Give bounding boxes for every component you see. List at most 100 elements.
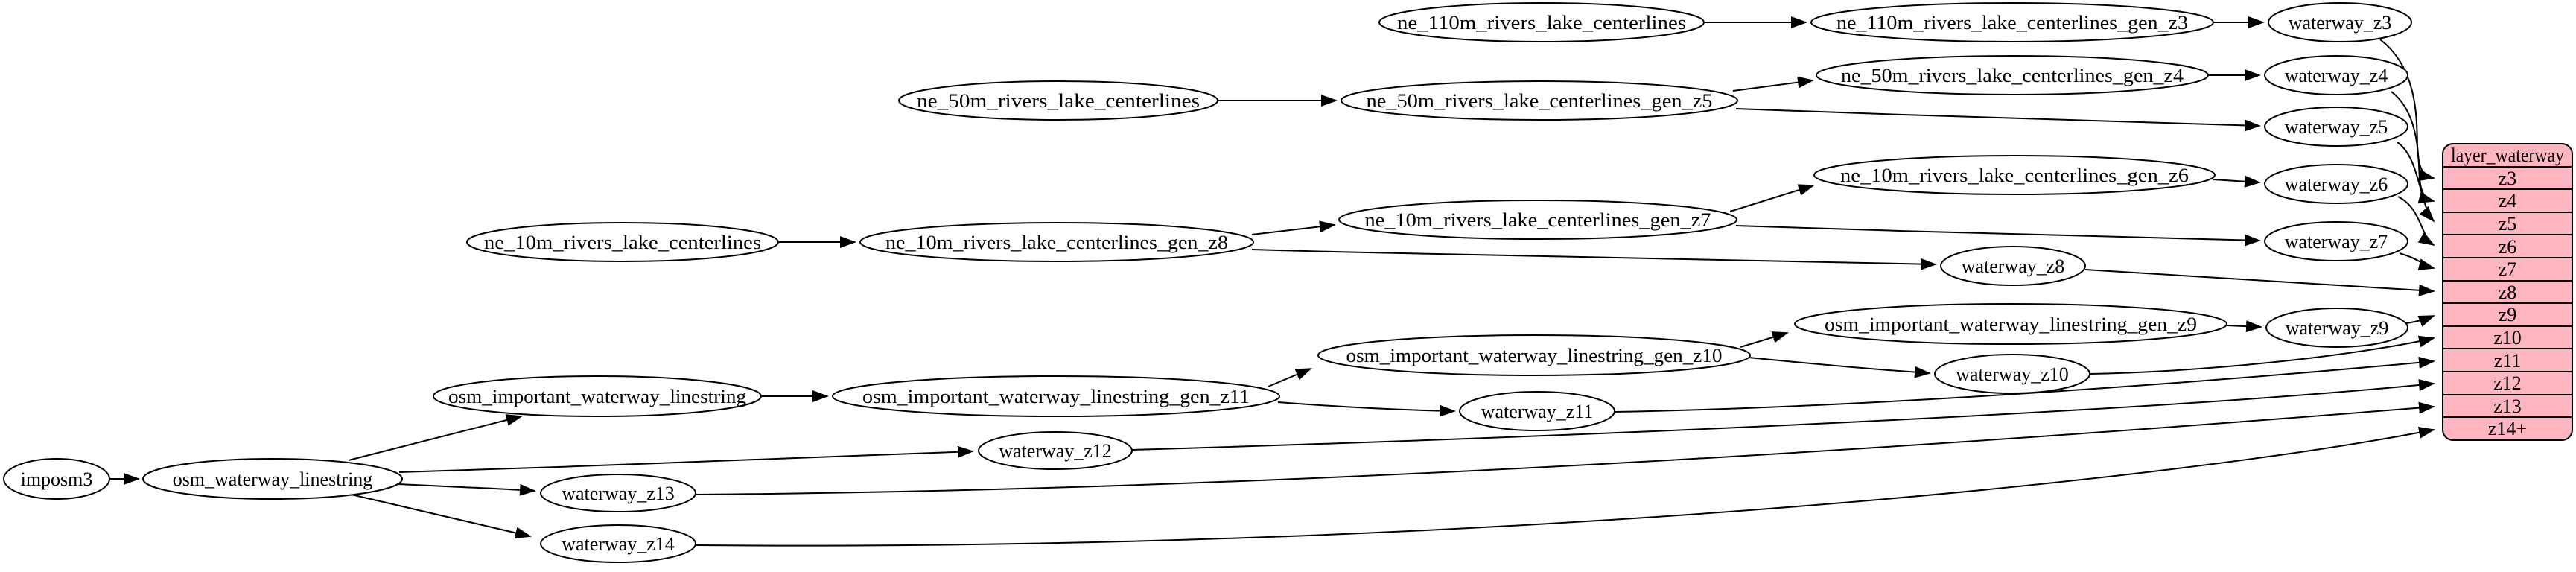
node-osm_waterway_linestring: osm_waterway_linestring (142, 458, 403, 500)
record-row-z4: z4 (2499, 190, 2517, 212)
node-waterway_z9: waterway_z9 (2265, 308, 2408, 348)
node-ne_10m_rivers_lake_centerlines: ne_10m_rivers_lake_centerlines (466, 222, 779, 262)
node-label: osm_important_waterway_linestring_gen_z9 (1825, 314, 2197, 335)
edge-gen_z10-to-waterway_z10 (1748, 357, 1931, 378)
node-label: imposm3 (21, 468, 93, 490)
node-label: waterway_z12 (999, 440, 1112, 462)
node-label: waterway_z4 (2285, 65, 2388, 86)
edge-waterway_z14-to-row-z14 (695, 426, 2435, 547)
record-row-z5: z5 (2499, 213, 2517, 235)
node-label: ne_50m_rivers_lake_centerlines_gen_z4 (1841, 65, 2184, 86)
node-ne_10m_rivers_lake_centerlines_gen_z8: ne_10m_rivers_lake_centerlines_gen_z8 (859, 222, 1254, 262)
edge-gen_z5-to-gen_z4 (1732, 76, 1814, 92)
edge-waterway_z7-to-row-z7 (2399, 252, 2435, 270)
node-waterway_z10: waterway_z10 (1934, 354, 2090, 394)
record-row-z13: z13 (2493, 395, 2522, 417)
edge-gen_z10-to-gen_z9 (1740, 331, 1789, 348)
node-label: waterway_z5 (2285, 116, 2388, 138)
node-label: waterway_z9 (2286, 317, 2389, 339)
node-label: osm_important_waterway_linestring_gen_z1… (862, 386, 1250, 407)
edge-waterway_z10-to-row-z10 (2089, 335, 2435, 375)
edge-gen_z8-to-gen_z7 (1251, 220, 1336, 235)
edge-waterway_z12-to-row-z12 (1131, 379, 2435, 451)
edge-gen_z5-to-waterway_z5 (1735, 108, 2261, 132)
edge-waterway_z9-to-row-z9 (2405, 315, 2435, 327)
node-label: waterway_z3 (2289, 12, 2392, 34)
node-label: ne_110m_rivers_lake_centerlines (1397, 12, 1686, 34)
node-label: waterway_z14 (562, 533, 675, 555)
node-label: ne_10m_rivers_lake_centerlines_gen_z6 (1840, 165, 2189, 186)
node-ne_10m_rivers_lake_centerlines_gen_z6: ne_10m_rivers_lake_centerlines_gen_z6 (1813, 155, 2216, 195)
node-label: waterway_z8 (1962, 255, 2065, 277)
edge-waterway_z5-to-row-z5 (2397, 142, 2435, 223)
node-label: ne_10m_rivers_lake_centerlines_gen_z8 (885, 232, 1228, 253)
node-ne_110m_rivers_lake_centerlines: ne_110m_rivers_lake_centerlines (1378, 2, 1705, 42)
node-ne_50m_rivers_lake_centerlines_gen_z4: ne_50m_rivers_lake_centerlines_gen_z4 (1816, 55, 2209, 95)
node-waterway_z11: waterway_z11 (1459, 391, 1615, 431)
edges (109, 16, 2435, 547)
node-osm_important_waterway_linestring_gen_z11: osm_important_waterway_linestring_gen_z1… (832, 375, 1280, 417)
node-label: waterway_z11 (1481, 401, 1594, 422)
node-waterway_z3: waterway_z3 (2268, 2, 2412, 42)
node-ne_50m_rivers_lake_centerlines_gen_z5: ne_50m_rivers_lake_centerlines_gen_z5 (1341, 80, 1738, 121)
node-label: waterway_z7 (2285, 231, 2388, 252)
record-row-z7: z7 (2499, 258, 2517, 280)
record-row-z6: z6 (2499, 236, 2517, 258)
node-label: waterway_z13 (562, 483, 675, 504)
record-title: layer_waterway (2451, 144, 2564, 166)
edge-waterway_z11-to-row-z11 (1614, 356, 2435, 413)
edge-waterway_z13-to-row-z13 (695, 401, 2435, 495)
node-ne_10m_rivers_lake_centerlines_gen_z7: ne_10m_rivers_lake_centerlines_gen_z7 (1338, 200, 1737, 240)
edge-gen_z7-to-gen_z6 (1729, 184, 1815, 212)
node-osm_important_waterway_linestring: osm_important_waterway_linestring (433, 375, 762, 417)
record-row-z12: z12 (2493, 372, 2522, 394)
node-ne_110m_rivers_lake_centerlines_gen_z3: ne_110m_rivers_lake_centerlines_gen_z3 (1810, 2, 2214, 42)
record-layer_waterway: layer_waterway z3 z4 z5 z6 z7 z8 z9 z10 … (2442, 143, 2573, 441)
record-box (2442, 143, 2573, 441)
nodes: imposm3 osm_waterway_linestring osm_impo… (3, 2, 2412, 563)
node-label: osm_important_waterway_linestring (448, 386, 746, 407)
node-waterway_z5: waterway_z5 (2264, 107, 2408, 147)
node-label: waterway_z10 (1956, 363, 2069, 385)
edge-gen_z6-to-waterway_z6 (2213, 175, 2261, 188)
node-osm_important_waterway_linestring_gen_z9: osm_important_waterway_linestring_gen_z9 (1794, 303, 2227, 345)
node-waterway_z8: waterway_z8 (1940, 246, 2086, 286)
edge-gen_z8-to-waterway_z8 (1251, 249, 1937, 270)
node-label: ne_50m_rivers_lake_centerlines_gen_z5 (1367, 90, 1713, 112)
node-waterway_z6: waterway_z6 (2264, 164, 2408, 204)
edge-gen_z11-to-waterway_z11 (1277, 401, 1456, 417)
node-label: osm_waterway_linestring (173, 468, 373, 490)
edge-waterway_z3-to-row-z3 (2379, 39, 2435, 182)
edge-gen_z9-to-waterway_z9 (2226, 320, 2262, 333)
record-row-z14plus: z14+ (2488, 418, 2527, 439)
edge-waterway_z8-to-row-z8 (2084, 269, 2435, 296)
edge-gen_z7-to-waterway_z7 (1735, 225, 2261, 247)
record-row-z9: z9 (2499, 304, 2517, 325)
node-label: waterway_z6 (2285, 174, 2388, 195)
record-row-z8: z8 (2499, 282, 2517, 303)
node-label: ne_10m_rivers_lake_centerlines_gen_z7 (1365, 209, 1711, 231)
node-label: ne_10m_rivers_lake_centerlines (484, 232, 761, 253)
edge-osm_waterway_linestring-to-waterway_z13 (398, 483, 536, 496)
edge-osm_waterway_linestring-to-waterway_z14 (331, 489, 532, 539)
node-osm_important_waterway_linestring_gen_z10: osm_important_waterway_linestring_gen_z1… (1317, 334, 1751, 376)
record-row-z11: z11 (2494, 350, 2522, 372)
node-label: ne_50m_rivers_lake_centerlines (917, 90, 1200, 112)
node-ne_50m_rivers_lake_centerlines: ne_50m_rivers_lake_centerlines (898, 80, 1218, 121)
node-waterway_z7: waterway_z7 (2264, 221, 2408, 261)
edge-osm_waterway_linestring-to-waterway_z12 (398, 445, 974, 473)
node-label: ne_110m_rivers_lake_centerlines_gen_z3 (1836, 12, 2188, 34)
edge-osm_waterway_linestring-to-osm_important_waterway_linestring (348, 414, 523, 461)
node-waterway_z14: waterway_z14 (540, 524, 696, 563)
record-row-z3: z3 (2499, 168, 2517, 189)
node-imposm3: imposm3 (3, 458, 110, 500)
node-waterway_z12: waterway_z12 (978, 431, 1133, 470)
node-label: osm_important_waterway_linestring_gen_z1… (1346, 345, 1723, 366)
node-waterway_z13: waterway_z13 (540, 474, 696, 512)
edge-waterway_z6-to-row-z6 (2397, 196, 2435, 247)
record-separators (2443, 166, 2572, 418)
node-waterway_z4: waterway_z4 (2264, 55, 2408, 95)
edge-waterway_z4-to-row-z4 (2391, 91, 2435, 203)
